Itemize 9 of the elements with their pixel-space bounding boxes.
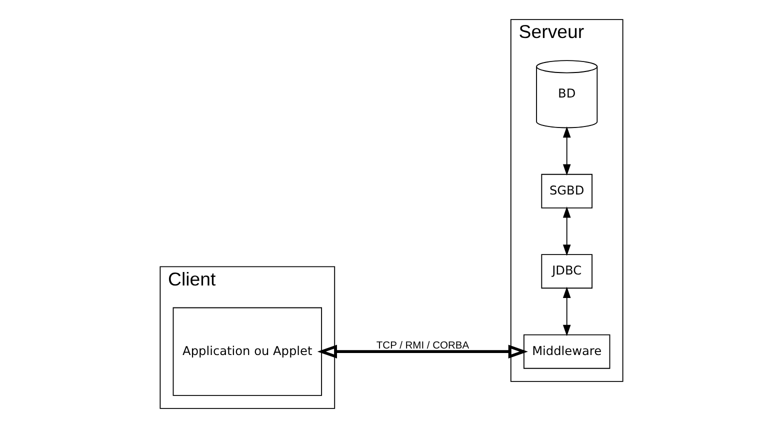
arrow [562,206,570,256]
arrow [316,344,528,358]
arrow [562,286,570,336]
node-box: JDBC [540,254,592,289]
node-box: Application ou Applet [172,307,322,396]
node-box: Middleware [522,334,610,369]
node-box: SGBD [540,174,592,208]
arrow [562,126,570,176]
edge-label: TCP / RMI / CORBA [376,340,469,352]
